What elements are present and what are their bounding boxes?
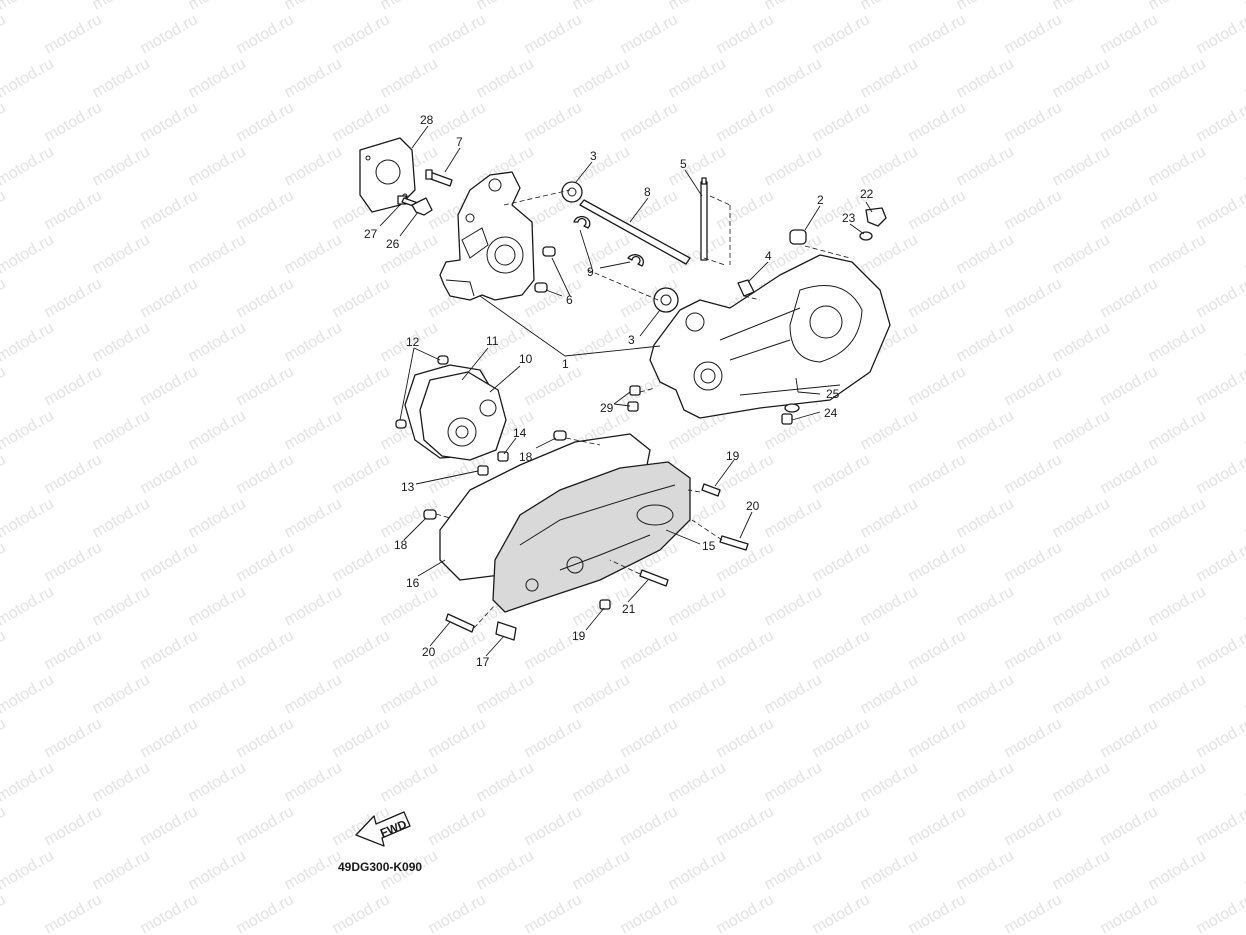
callout-6: 6 (566, 293, 573, 307)
part-21-bolt (639, 569, 669, 587)
callout-24: 24 (824, 406, 838, 420)
part-18-dowel-b (423, 509, 437, 520)
callout-9: 9 (587, 265, 594, 279)
callout-1: 1 (562, 357, 569, 371)
part-14-bolt (497, 451, 509, 462)
part-13-bolt (477, 465, 489, 476)
diagram-code: 49DG300-K090 (338, 860, 423, 874)
part-29-screws (627, 385, 641, 412)
part-20-bolt-b (445, 613, 475, 633)
part-12-dowels (395, 355, 449, 429)
callout-8: 8 (644, 185, 651, 199)
callout-19-lower: 19 (572, 629, 586, 643)
part-20-bolt-a (719, 535, 749, 551)
part-9-circlip-b (627, 254, 645, 267)
callout-17: 17 (476, 655, 490, 669)
part-17-dowel (495, 621, 517, 641)
callout-3-lower: 3 (628, 333, 635, 347)
part-2-bush (789, 229, 807, 245)
callout-2: 2 (817, 193, 824, 207)
leader-lines (379, 125, 873, 657)
part-8-shaft (579, 199, 691, 265)
part-3-bearing-top (561, 181, 583, 203)
callout-12: 12 (406, 335, 420, 349)
callout-23: 23 (842, 211, 856, 225)
callout-27: 27 (364, 227, 378, 241)
callout-18-left: 18 (394, 538, 408, 552)
part-26-bracket (411, 197, 433, 216)
callout-20-lower: 20 (422, 645, 436, 659)
part-6-dowels (534, 246, 556, 293)
callout-15: 15 (702, 539, 716, 553)
part-25-washer (784, 403, 800, 413)
callout-3-top: 3 (590, 149, 597, 163)
callout-10: 10 (519, 352, 533, 366)
callout-22: 22 (860, 187, 874, 201)
fwd-arrow-icon: FWD (355, 811, 411, 847)
callout-19-right: 19 (726, 449, 740, 463)
callout-14: 14 (513, 426, 527, 440)
part-28-gasket (359, 137, 416, 213)
part-3-bearing-lower (653, 287, 679, 313)
part-7-bolt (425, 169, 453, 187)
callout-11: 11 (486, 334, 499, 348)
callout-20-right: 20 (746, 499, 760, 513)
fwd-label: FWD (378, 817, 409, 840)
part-24-bolt (781, 413, 793, 425)
assembly-dashed-lines (435, 189, 851, 629)
part-19-bolt-a (701, 483, 721, 497)
callout-5: 5 (680, 157, 687, 171)
part-19-bolt-b (599, 599, 611, 610)
part-23-ring (859, 231, 873, 241)
callout-18-upper: 18 (519, 450, 533, 464)
left-crankcase (439, 171, 535, 301)
right-crankcase (649, 254, 891, 419)
part-10-cover (419, 371, 507, 461)
callout-labels: 28 7 3 5 8 2 22 23 4 9 6 3 1 27 26 12 11… (364, 113, 874, 669)
callout-25: 25 (826, 387, 840, 401)
callout-21: 21 (622, 602, 636, 616)
callout-26: 26 (386, 237, 400, 251)
part-18-dowel-a (553, 430, 567, 441)
callout-7: 7 (456, 135, 463, 149)
callout-13: 13 (401, 480, 415, 494)
part-9-circlip-a (573, 215, 591, 229)
callout-4: 4 (765, 249, 772, 263)
callout-28: 28 (420, 113, 434, 127)
callout-16: 16 (406, 576, 420, 590)
part-15-crankcase-cover (492, 461, 691, 613)
callout-29: 29 (600, 401, 614, 415)
part-5-pin (700, 177, 708, 261)
part-22-plug (865, 207, 887, 227)
